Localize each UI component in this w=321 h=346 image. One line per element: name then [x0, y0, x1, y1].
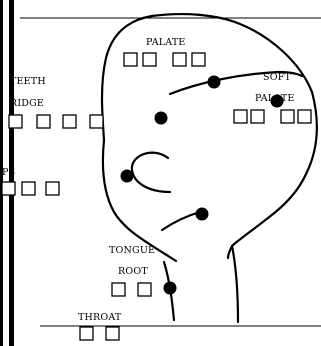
teeth-ridge-answer-box[interactable] [9, 115, 22, 128]
label-ridge: RIDGE [10, 98, 44, 109]
palate-answer-box[interactable] [143, 53, 156, 66]
tongue-line [162, 212, 200, 230]
label-palate: PALATE [146, 37, 186, 48]
root-answer-box[interactable] [138, 283, 151, 296]
label-soft: SOFT [263, 72, 291, 83]
soft-palate-answer-box[interactable] [234, 110, 247, 123]
teeth-ridge-answer-box[interactable] [37, 115, 50, 128]
root-dot [164, 282, 177, 295]
throat-answer-box[interactable] [106, 327, 119, 340]
label-lips-partial: PS [2, 167, 15, 178]
soft-palate-answer-box[interactable] [281, 110, 294, 123]
label-root: ROOT [118, 266, 148, 277]
lips-answer-box[interactable] [2, 182, 15, 195]
soft-palate-answer-box[interactable] [298, 110, 311, 123]
palate-answer-box[interactable] [124, 53, 137, 66]
lips-answer-box[interactable] [46, 182, 59, 195]
label-soft-palate: PALATE [255, 93, 295, 104]
label-teeth: TEETH [10, 76, 46, 87]
head-outline [102, 14, 317, 261]
lips-answer-box[interactable] [22, 182, 35, 195]
soft-palate-answer-box[interactable] [251, 110, 264, 123]
teeth-ridge-dot [155, 112, 168, 125]
throat-right-line [232, 246, 238, 322]
teeth-ridge-answer-box[interactable] [63, 115, 76, 128]
lips-curve [132, 153, 170, 192]
palate-answer-box[interactable] [173, 53, 186, 66]
label-tongue: TONGUE [109, 245, 155, 256]
throat-answer-box[interactable] [80, 327, 93, 340]
lips-dot [121, 170, 134, 183]
tongue-dot [196, 208, 209, 221]
palate-dot [208, 76, 221, 89]
label-throat: THROAT [78, 312, 122, 323]
root-answer-box[interactable] [112, 283, 125, 296]
teeth-ridge-answer-box[interactable] [90, 115, 103, 128]
palate-answer-box[interactable] [192, 53, 205, 66]
